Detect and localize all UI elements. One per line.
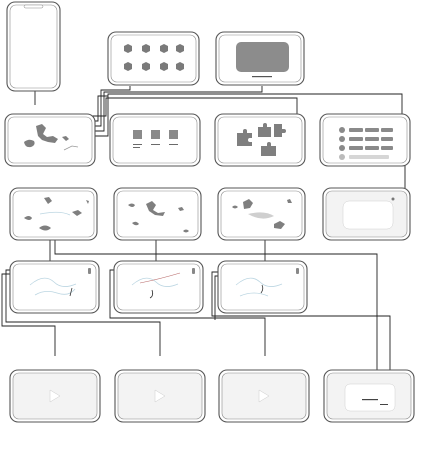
play-icon[interactable] <box>258 389 270 403</box>
screen-video-c[interactable] <box>218 369 310 423</box>
screen-drawing-b[interactable] <box>113 260 204 314</box>
island-shape <box>232 205 238 209</box>
connector <box>109 269 266 356</box>
play-icon[interactable] <box>49 389 61 403</box>
stroke-path <box>131 277 179 287</box>
screen-video-a[interactable] <box>9 369 101 423</box>
stroke-path <box>260 284 264 294</box>
tile <box>133 130 142 139</box>
screen-three-tiles[interactable] <box>109 113 201 167</box>
tile <box>151 130 160 139</box>
island-shape <box>287 199 292 203</box>
island-shape <box>24 139 35 148</box>
stroke-path <box>239 292 269 297</box>
island-shape <box>86 200 89 204</box>
dialog-caption <box>362 399 378 401</box>
highlight-area <box>248 212 274 219</box>
stroke-path <box>139 272 181 284</box>
dialog-panel <box>344 383 396 412</box>
island-shape <box>36 124 58 143</box>
stroke-path <box>149 289 154 299</box>
screen-portrait-start[interactable] <box>6 1 61 92</box>
stroke-path <box>69 287 73 297</box>
close-icon[interactable] <box>391 197 395 201</box>
screen-map-islands[interactable] <box>4 113 96 167</box>
screen-video-dialog[interactable] <box>323 369 415 423</box>
screen-icon-grid[interactable] <box>107 31 200 86</box>
gray-card-caption <box>252 76 272 78</box>
island-shape <box>24 216 32 220</box>
route-line <box>39 211 71 216</box>
route-line <box>63 145 79 151</box>
island-shape <box>183 229 189 233</box>
icon-grid-icons <box>124 44 184 71</box>
island-shape <box>274 221 285 229</box>
screen-puzzle[interactable] <box>214 113 306 167</box>
tool-icon[interactable] <box>296 268 299 274</box>
play-icon[interactable] <box>154 389 166 403</box>
stroke-path <box>235 277 283 287</box>
island-shape <box>243 199 253 209</box>
screen-map-a[interactable] <box>9 187 98 241</box>
list-rows <box>339 127 393 160</box>
island-shape <box>44 197 52 204</box>
connector <box>211 271 391 370</box>
island-shape <box>132 221 139 226</box>
screen-drawing-a[interactable] <box>9 260 100 314</box>
connector <box>89 86 131 127</box>
island-shape <box>178 207 184 211</box>
island-shape <box>72 210 82 216</box>
island-shape <box>146 201 165 216</box>
connector <box>54 240 378 370</box>
screen-list-buttons[interactable] <box>319 113 411 167</box>
screen-map-b[interactable] <box>113 187 202 241</box>
puzzle-piece <box>258 123 271 137</box>
screen-popup-card[interactable] <box>322 187 411 241</box>
tool-icon[interactable] <box>192 268 195 274</box>
tile-captions <box>133 144 178 148</box>
screen-gray-card[interactable] <box>215 31 305 86</box>
stroke-path <box>29 277 77 287</box>
screen-drawing-c[interactable] <box>217 260 308 314</box>
island-shape <box>62 136 69 141</box>
popup-panel <box>342 200 394 230</box>
tile <box>169 130 178 139</box>
connector <box>89 97 298 117</box>
gray-card-panel <box>236 42 289 72</box>
dialog-button[interactable] <box>380 404 388 405</box>
connector-lines <box>1 86 406 370</box>
connector <box>89 86 263 132</box>
island-shape <box>128 203 135 207</box>
puzzle-piece <box>261 142 276 156</box>
puzzle-piece <box>274 124 286 137</box>
screen-video-b[interactable] <box>114 369 206 423</box>
screen-map-c[interactable] <box>217 187 306 241</box>
puzzle-piece <box>237 129 252 146</box>
connector <box>1 273 56 356</box>
island-shape <box>39 225 51 231</box>
tool-icon[interactable] <box>88 268 91 274</box>
connector <box>5 269 161 356</box>
